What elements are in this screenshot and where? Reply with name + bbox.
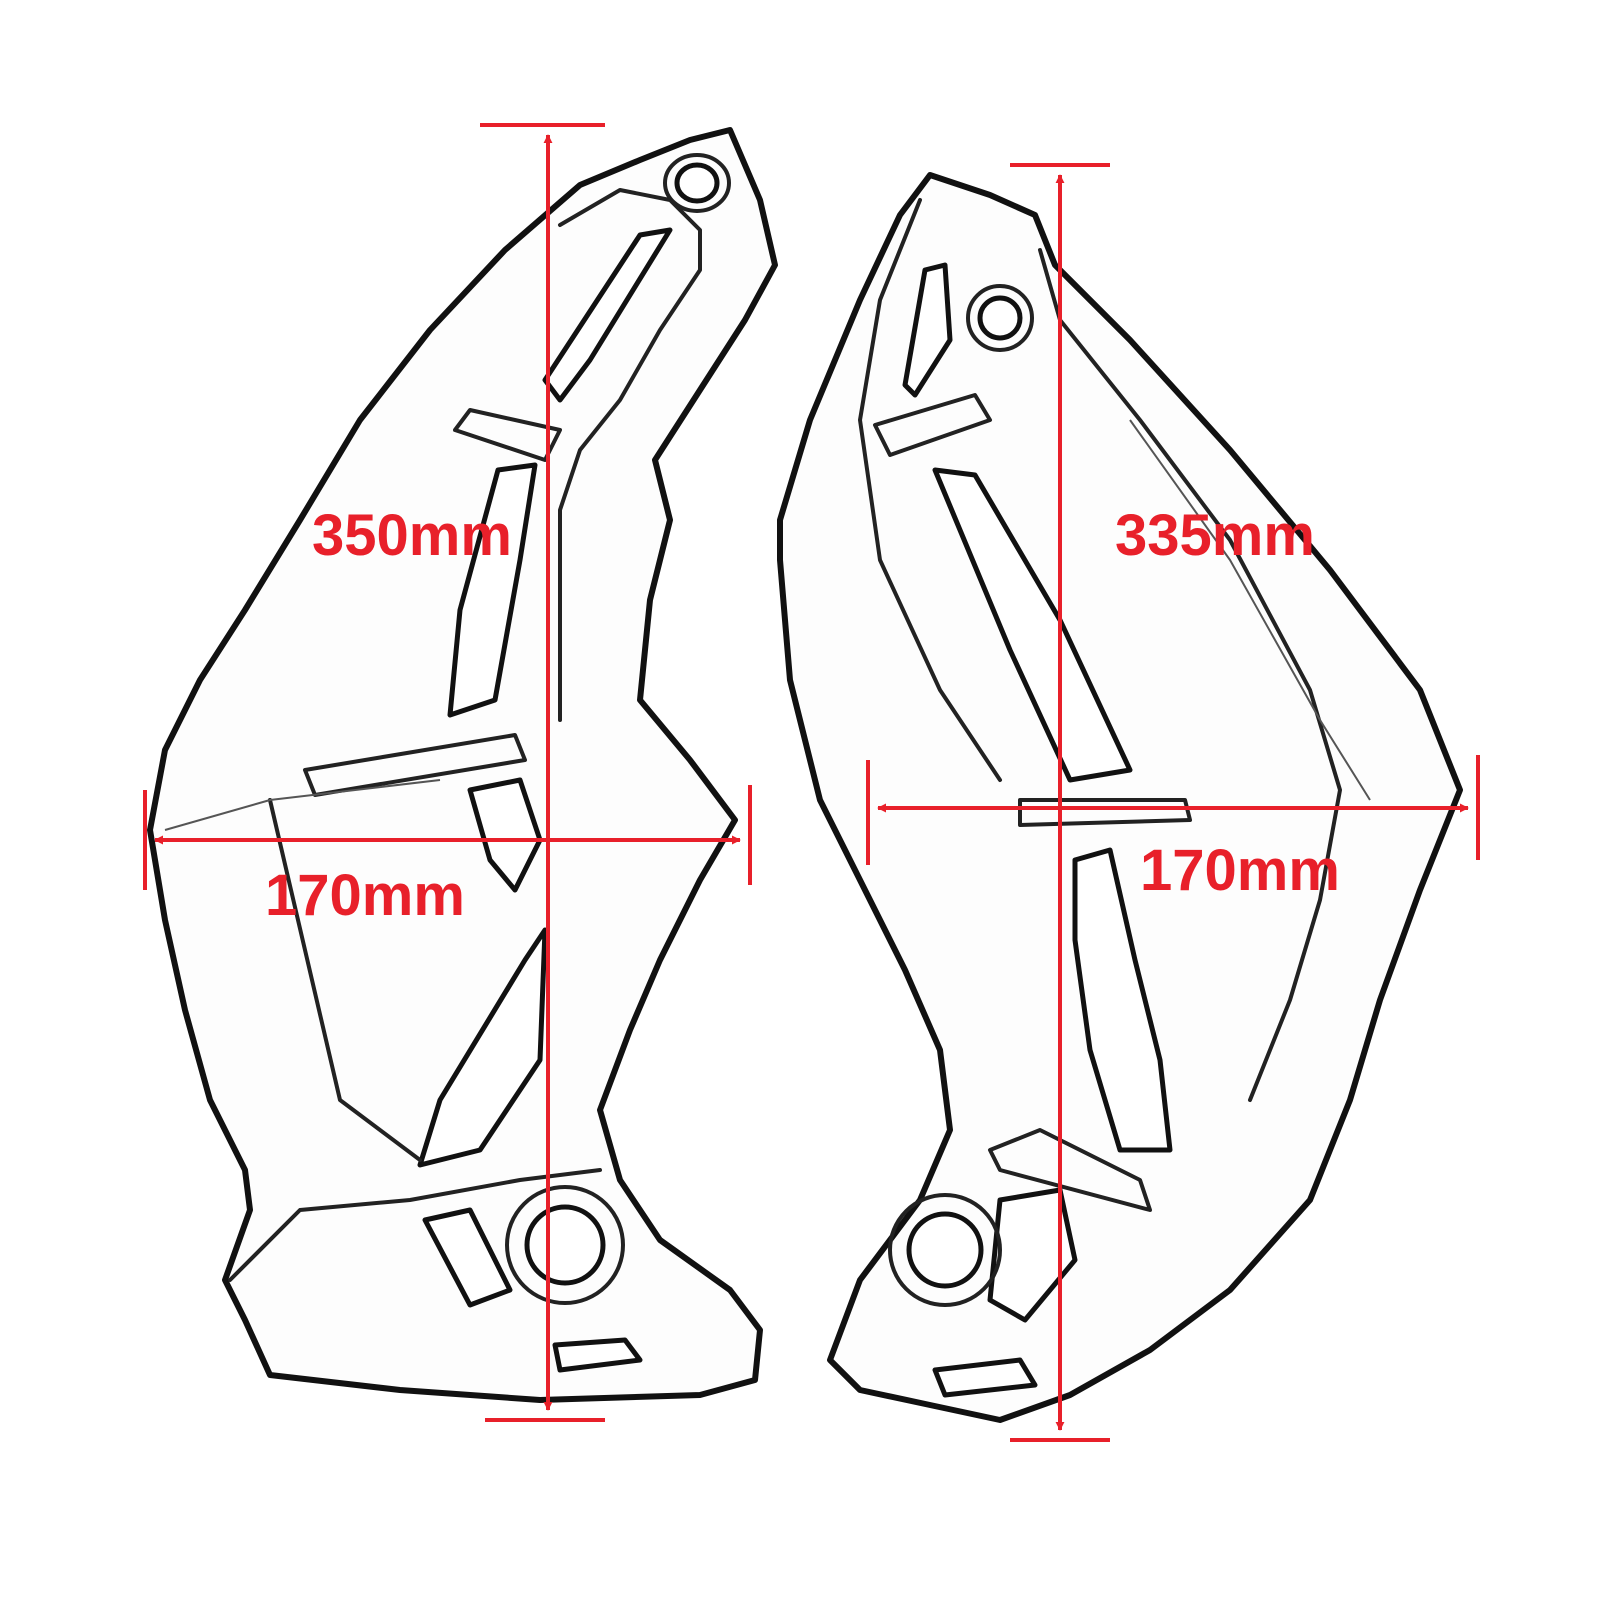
right-lower-slot	[1072, 847, 1173, 1153]
left-diagonal-edge	[268, 798, 422, 1162]
left-mid-rib	[303, 733, 527, 797]
right-width-label: 170mm	[1140, 838, 1340, 903]
left-part-outline	[147, 127, 778, 1403]
right-foot-slot	[932, 1357, 1038, 1398]
left-width-dimension	[143, 785, 752, 890]
right-inner-edge-right	[1038, 248, 1342, 1102]
right-long-slot	[932, 467, 1133, 783]
right-upper-rib	[873, 393, 992, 457]
left-bolt-boss-bottom	[505, 1185, 625, 1305]
right-frame-cover	[777, 172, 1463, 1423]
right-width-dimension	[866, 755, 1480, 865]
left-bolt-hole-top	[674, 162, 720, 204]
left-height-label: 350mm	[312, 503, 512, 568]
right-height-dimension	[1010, 163, 1110, 1442]
left-mid-slot	[447, 462, 538, 718]
right-lower-rib	[988, 1128, 1152, 1212]
left-bolt-hole-bottom	[524, 1204, 606, 1286]
right-height-label: 335mm	[1115, 503, 1315, 568]
left-bottom-slot	[422, 1207, 513, 1308]
left-height-dimension	[480, 123, 605, 1422]
right-bolt-hole-top	[977, 295, 1023, 341]
right-mid-rib	[1018, 798, 1192, 827]
left-width-label: 170mm	[265, 863, 465, 928]
left-upper-slot	[542, 227, 673, 403]
right-part-outline	[777, 172, 1463, 1423]
right-skin-line	[1129, 419, 1371, 801]
right-bottom-slot	[987, 1187, 1078, 1323]
left-foot-slot	[552, 1337, 643, 1373]
left-inner-edge	[558, 188, 702, 722]
right-bolt-boss-bottom	[888, 1193, 1002, 1307]
left-frame-cover	[147, 127, 778, 1403]
left-small-slot	[467, 777, 543, 893]
right-inner-edge-left	[858, 198, 1002, 782]
left-bolt-boss-top	[663, 153, 731, 213]
right-bolt-hole-bottom	[906, 1211, 984, 1289]
right-bolt-boss-top	[966, 284, 1034, 352]
left-skin-line	[164, 779, 441, 831]
right-top-slot	[902, 262, 953, 398]
